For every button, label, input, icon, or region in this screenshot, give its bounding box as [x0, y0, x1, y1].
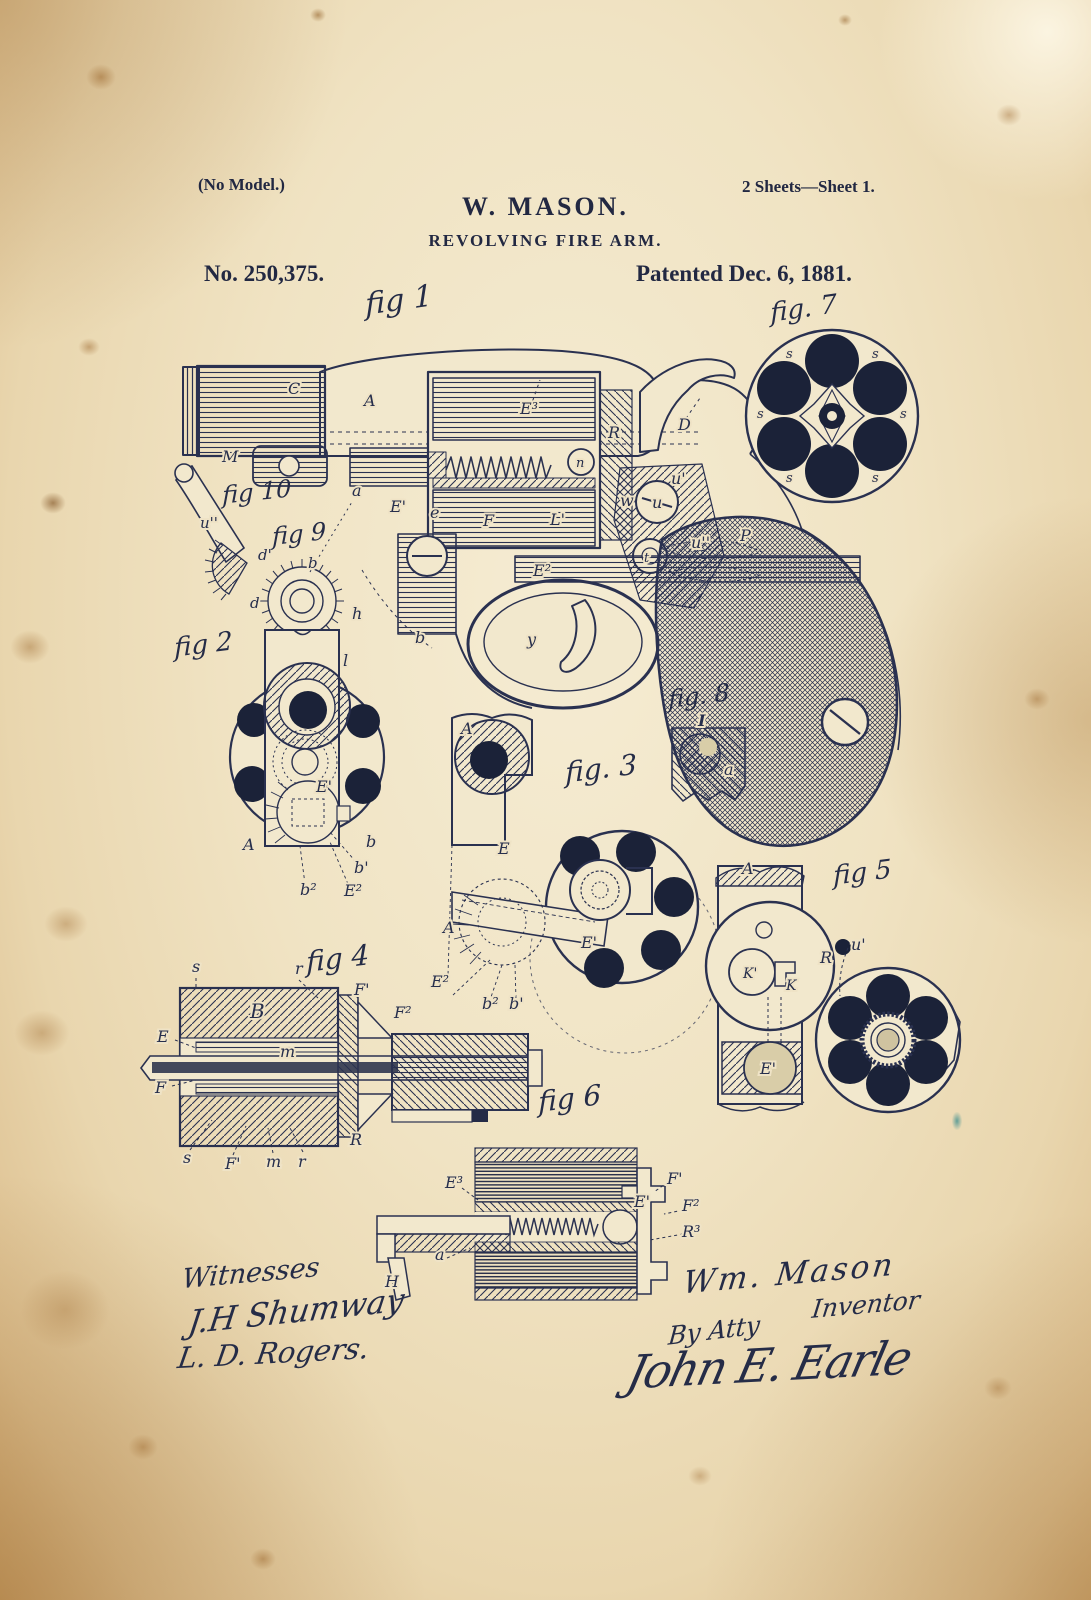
part-label: b — [366, 832, 376, 851]
fig9-label: fig 9 — [272, 517, 327, 551]
part-label: A — [362, 391, 376, 410]
part-label: E — [156, 1027, 169, 1046]
part-label: u' — [851, 935, 866, 954]
part-label: A — [459, 719, 473, 738]
part-label: u'' — [691, 533, 710, 552]
fig3-drawing: A E A E' E² b² b' — [428, 713, 721, 1054]
part-label: F' — [666, 1169, 683, 1188]
fig6-drawing: E³ E' F' F² R³ a H — [376, 1147, 702, 1301]
part-label: y — [526, 630, 537, 649]
part-label: E² — [532, 561, 551, 580]
part-label: E² — [430, 972, 449, 991]
part-label: s — [786, 347, 793, 362]
part-label: F' — [224, 1154, 241, 1173]
part-label: R — [819, 948, 832, 967]
part-label: r — [298, 1152, 307, 1171]
part-label: u' — [671, 469, 686, 488]
part-label: E' — [580, 933, 597, 952]
fig4-drawing: s r F' F² E F B m R s F' m r — [140, 955, 543, 1175]
part-label: L' — [549, 510, 565, 529]
part-label: s — [900, 407, 907, 422]
part-label: E' — [759, 1059, 776, 1078]
part-label: a — [724, 760, 734, 779]
part-label: E' — [389, 497, 406, 516]
part-label: E³ — [519, 399, 538, 418]
part-label: s — [872, 347, 879, 362]
part-label: E' — [633, 1192, 650, 1211]
part-label: d' — [258, 546, 272, 564]
fig7-drawing: s s s s s s — [744, 328, 920, 504]
sheet-count: 2 Sheets—Sheet 1. — [742, 177, 875, 196]
no-model-note: (No Model.) — [198, 175, 285, 194]
patent-number: No. 250,375. — [204, 261, 325, 286]
part-label: r — [295, 959, 304, 978]
part-label: b' — [509, 994, 524, 1013]
part-label: R³ — [681, 1222, 700, 1241]
fig5-drawing: A u' R K' K E' — [704, 857, 962, 1114]
part-label: b — [308, 554, 318, 572]
part-label: P — [739, 526, 751, 545]
part-label: A — [740, 859, 754, 878]
part-label: d — [250, 594, 260, 612]
fig1-drawing: C A E³ R D M a u E' e F L' E² n w u' u''… — [182, 348, 902, 848]
part-label: n — [576, 456, 584, 471]
patent-date: Patented Dec. 6, 1881. — [636, 261, 852, 286]
part-label: F — [154, 1078, 167, 1097]
patent-title: REVOLVING FIRE ARM. — [428, 231, 663, 250]
part-label: m — [280, 1042, 295, 1061]
part-label: E³ — [444, 1173, 463, 1192]
part-label: A — [241, 835, 255, 854]
part-label: b' — [354, 858, 369, 877]
part-label: w — [620, 491, 634, 510]
part-label: E — [497, 839, 510, 858]
part-label: t — [644, 551, 650, 566]
part-label: E² — [343, 881, 362, 900]
part-label: m — [266, 1152, 281, 1171]
part-label: I — [697, 711, 706, 730]
part-label: M — [221, 447, 239, 466]
part-label: F² — [681, 1196, 700, 1215]
part-label: D — [677, 415, 691, 434]
fig8-drawing: I a — [671, 709, 746, 803]
part-label: F² — [393, 1003, 412, 1022]
part-label: K' — [742, 966, 757, 982]
part-label: b — [415, 628, 425, 647]
part-label: b² — [300, 880, 317, 899]
part-label: a — [352, 481, 362, 500]
part-label: a — [435, 1245, 445, 1264]
part-label: F — [482, 511, 495, 530]
part-label: u — [652, 493, 662, 512]
fig2-drawing: l A E' b b' b² E² — [228, 629, 386, 902]
part-label: e — [430, 503, 439, 522]
fig9-drawing: b d — [248, 501, 353, 643]
part-label: K — [785, 978, 798, 994]
fig10-drawing: u'' d' — [174, 463, 274, 601]
part-label: A — [441, 918, 455, 937]
part-label: s — [757, 407, 764, 422]
part-label: C — [288, 379, 300, 398]
part-label: R — [607, 423, 620, 442]
part-label: H — [384, 1272, 400, 1291]
part-label: R — [349, 1130, 362, 1149]
part-label: u'' — [200, 514, 218, 532]
part-label: s — [192, 957, 200, 976]
part-label: s — [786, 471, 793, 486]
part-label: F' — [353, 980, 370, 999]
part-label: E' — [315, 777, 332, 796]
part-label: B — [249, 999, 265, 1023]
part-label: s — [872, 471, 879, 486]
part-label: b² — [482, 994, 499, 1013]
part-label: h — [352, 604, 362, 623]
inventor-name-printed: W. MASON. — [462, 192, 629, 221]
part-label: s — [183, 1148, 191, 1167]
part-label: l — [343, 651, 348, 670]
